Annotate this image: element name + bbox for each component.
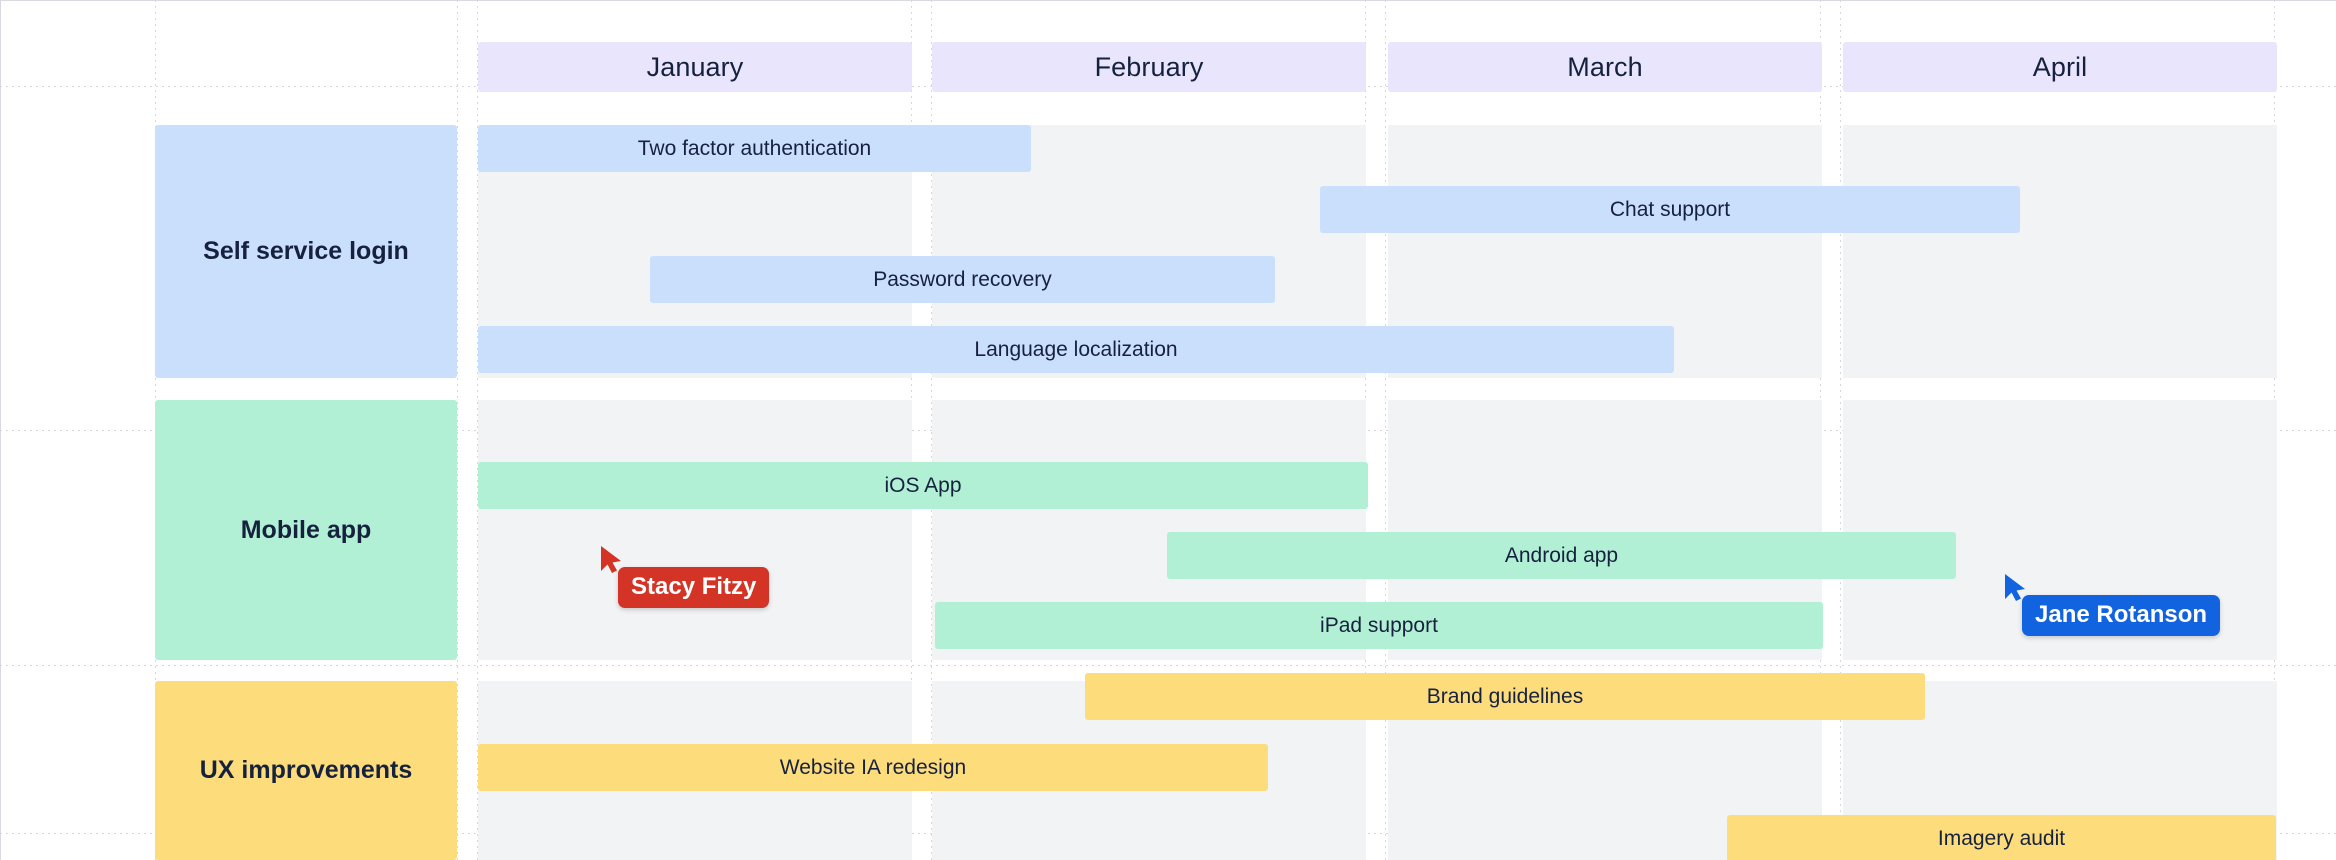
section-label-ux-improvements[interactable]: UX improvements	[155, 681, 457, 860]
month-header-april[interactable]: April	[1843, 42, 2277, 92]
task-bar-imagery-audit[interactable]: Imagery audit	[1727, 815, 2276, 860]
task-bar-password-recovery[interactable]: Password recovery	[650, 256, 1275, 303]
task-bar-chat-support[interactable]: Chat support	[1320, 186, 2020, 233]
grid-vertical-line-6	[1385, 0, 1386, 860]
grid-vertical-line-8	[1840, 0, 1841, 860]
month-header-february[interactable]: February	[932, 42, 1366, 92]
month-header-january[interactable]: January	[478, 42, 912, 92]
lane-track-self-service-login-april	[1843, 125, 2277, 378]
month-header-march[interactable]: March	[1388, 42, 1822, 92]
task-bar-ipad-support[interactable]: iPad support	[935, 602, 1823, 649]
lane-track-mobile-app-april	[1843, 400, 2277, 660]
section-label-mobile-app[interactable]: Mobile app	[155, 400, 457, 660]
grid-horizontal-line-2	[0, 665, 2336, 666]
lane-track-mobile-app-january	[478, 400, 912, 660]
task-bar-brand-guidelines[interactable]: Brand guidelines	[1085, 673, 1925, 720]
task-bar-two-factor-authentication[interactable]: Two factor authentication	[478, 125, 1031, 172]
task-bar-website-ia-redesign[interactable]: Website IA redesign	[478, 744, 1268, 791]
task-bar-ios-app[interactable]: iOS App	[478, 462, 1368, 509]
task-bar-language-localization[interactable]: Language localization	[478, 326, 1674, 373]
grid-vertical-line-1	[457, 0, 458, 860]
section-label-self-service-login[interactable]: Self service login	[155, 125, 457, 378]
task-bar-android-app[interactable]: Android app	[1167, 532, 1956, 579]
